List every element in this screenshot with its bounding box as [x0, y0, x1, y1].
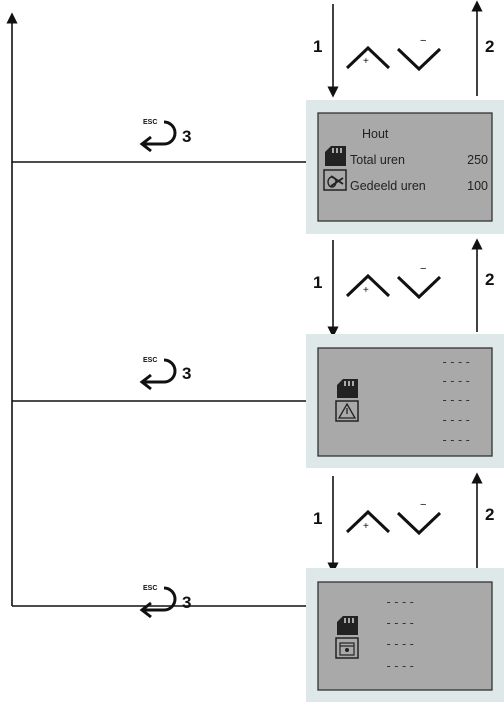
plus-sign: +: [363, 56, 369, 67]
minus-sign: −: [420, 35, 426, 47]
down-chevron-icon[interactable]: [396, 275, 442, 300]
screen-panel-3: ---- ---- ---- ----: [306, 568, 504, 702]
nav-group-1: 1 + − 2: [313, 0, 494, 98]
up-chevron-icon[interactable]: [345, 273, 391, 298]
plus-sign: +: [363, 521, 369, 532]
esc-text: ESC: [143, 119, 157, 126]
dash-value: ----: [385, 616, 416, 630]
esc-arrowhead: [139, 601, 152, 619]
dash-value: ----: [385, 637, 416, 651]
down-label: 1: [313, 273, 322, 292]
sd-card-calendar-icon: [335, 616, 359, 659]
dash-value: ----: [385, 595, 416, 609]
minus-sign: −: [420, 263, 426, 275]
nav-group-2: 1 + − 2: [313, 238, 494, 338]
up-label: 2: [485, 37, 494, 56]
up-chevron-icon[interactable]: [345, 509, 391, 534]
esc-label: 3: [182, 127, 191, 146]
screen-title: Hout: [362, 127, 389, 141]
esc-arrowhead: [139, 373, 152, 391]
dash-value: ----: [441, 413, 472, 427]
plus-sign: +: [363, 285, 369, 296]
dash-value: ----: [441, 393, 472, 407]
esc-back-1[interactable]: ESC 3: [139, 119, 191, 153]
esc-back-3[interactable]: ESC 3: [139, 585, 191, 619]
down-chevron-icon[interactable]: [396, 511, 442, 536]
row-label: Gedeeld uren: [350, 179, 426, 193]
row-label: Total uren: [350, 153, 405, 167]
up-label: 2: [485, 505, 494, 524]
screen-panel-2: ---- ---- ---- ---- ----: [306, 334, 504, 468]
up-chevron-icon[interactable]: [345, 45, 391, 70]
down-label: 1: [313, 37, 322, 56]
nav-group-3: 1 + − 2: [313, 472, 494, 574]
esc-return-icon: [144, 120, 177, 146]
screen-panel-1: Hout Total uren 250 Gedeeld uren 100: [306, 100, 504, 234]
down-chevron-icon[interactable]: [396, 47, 442, 72]
dash-value: ----: [441, 433, 472, 447]
esc-return-icon: [144, 586, 177, 612]
sd-card-warning-icon: [335, 379, 359, 422]
esc-label: 3: [182, 364, 191, 383]
up-label: 2: [485, 270, 494, 289]
dash-value: ----: [441, 355, 472, 369]
row-value: 100: [467, 179, 488, 193]
sd-card-wood-icon: [323, 146, 347, 191]
row-value: 250: [467, 153, 488, 167]
esc-return-icon: [144, 358, 177, 384]
down-label: 1: [313, 509, 322, 528]
esc-text: ESC: [143, 585, 157, 592]
minus-sign: −: [420, 499, 426, 511]
esc-label: 3: [182, 593, 191, 612]
esc-arrowhead: [139, 135, 152, 153]
dash-value: ----: [441, 374, 472, 388]
esc-text: ESC: [143, 357, 157, 364]
esc-back-2[interactable]: ESC 3: [139, 357, 191, 391]
dash-value: ----: [385, 659, 416, 673]
